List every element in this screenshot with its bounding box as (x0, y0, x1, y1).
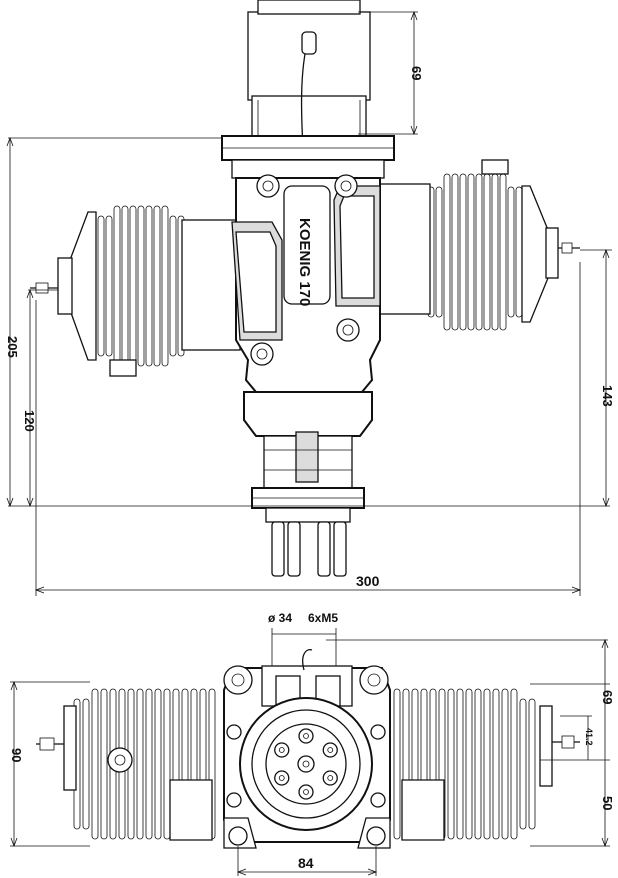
cooling-fin (393, 688, 401, 840)
cooling-fin (507, 186, 515, 318)
cooling-fin (492, 688, 500, 840)
cooling-fin (105, 215, 113, 357)
top-view-dimensions: 205 120 143 69 300 (5, 10, 615, 596)
cooling-fin (451, 173, 459, 331)
cooling-fin (113, 205, 121, 367)
crankcase: KOENIG 170 (231, 174, 381, 432)
cooling-fin (153, 205, 161, 367)
dim-69-top-label: 69 (409, 66, 424, 80)
hub-bolt (274, 742, 290, 758)
cooling-fin (528, 698, 536, 830)
cooling-fin (491, 173, 499, 331)
dim-120-label: 120 (22, 410, 37, 432)
cooling-fin (121, 205, 129, 367)
dim-90-label: 90 (9, 748, 24, 762)
cooling-fin (475, 173, 483, 331)
cooling-fin (91, 688, 99, 840)
cooling-fin (474, 688, 482, 840)
front-view-dimensions: 90 69 41.2 50 84 (9, 638, 615, 876)
mount-flange (221, 135, 395, 179)
cooling-fin (163, 688, 171, 840)
hub-bolt (298, 784, 314, 800)
front-right-cylinder (393, 688, 580, 841)
cooling-fin (137, 205, 145, 367)
hub-bolt (274, 770, 290, 786)
cooling-fin (483, 173, 491, 331)
left-cylinder (30, 205, 241, 377)
tube (333, 521, 347, 577)
tube (317, 521, 331, 577)
dim-41-label: 41.2 (584, 728, 594, 746)
tube (287, 521, 301, 577)
hub-bolt-center (278, 747, 285, 753)
engine-label: KOENIG 170 (296, 218, 313, 306)
front-left-cylinder (36, 688, 216, 841)
cooling-fin (510, 688, 518, 840)
hub-bolt (322, 770, 338, 786)
bolt-head (262, 180, 274, 192)
cooling-fin (129, 205, 137, 367)
bolt (334, 174, 358, 198)
cooling-fin (465, 688, 473, 840)
dim-84-label: 84 (298, 855, 314, 871)
dim-300-label: 300 (356, 573, 380, 589)
cooling-fin (169, 215, 177, 357)
bolt-head (342, 324, 354, 336)
dim-bolts-label: 6xM5 (308, 611, 338, 625)
dim-205-label: 205 (5, 336, 20, 358)
dim-shaft-dia-label: ø 34 (268, 611, 292, 625)
cooling-fin (483, 688, 491, 840)
right-cylinder-fins (427, 173, 523, 331)
dim-50-label: 50 (600, 796, 615, 810)
hub-bolt-center (303, 733, 309, 739)
front-crankcase (223, 649, 391, 849)
cooling-fin (136, 688, 144, 840)
dim-69-front-label: 69 (600, 690, 615, 704)
cooling-fin (501, 688, 509, 840)
cooling-fin (100, 688, 108, 840)
hub-bolt (322, 742, 338, 758)
left-cylinder-fins (97, 205, 185, 367)
tube (271, 521, 285, 577)
cooling-fin (435, 186, 443, 318)
hub-bolt-center (327, 775, 334, 781)
cooling-fin (145, 688, 153, 840)
cooling-fin (459, 173, 467, 331)
right-cylinder (377, 159, 580, 331)
bolt (336, 318, 360, 342)
cooling-fin (499, 173, 507, 331)
dim-143-label: 143 (600, 385, 615, 407)
hub-bolt-center (327, 747, 334, 753)
exhaust-tubes (271, 521, 347, 577)
bolt-head (256, 348, 268, 360)
hub-bolts (274, 728, 338, 800)
cooling-fin (467, 173, 475, 331)
front-view: ø 34 6xM5 (9, 611, 615, 876)
top-view: KOENIG 170 205 (5, 0, 615, 596)
cooling-fin (97, 215, 105, 357)
bolt-head (340, 180, 352, 192)
hub-bolt (298, 728, 314, 744)
cooling-fin (519, 698, 527, 830)
bolt (250, 342, 274, 366)
cooling-fin (447, 688, 455, 840)
cooling-fin (82, 698, 90, 830)
bolt (256, 174, 280, 198)
front-top-dimensions: ø 34 6xM5 (268, 611, 608, 680)
cooling-fin (154, 688, 162, 840)
cooling-fin (443, 173, 451, 331)
hub-bolt-center (303, 789, 309, 795)
cooling-fin (161, 205, 169, 367)
cooling-fin (145, 205, 153, 367)
hub-bolt-center (278, 775, 285, 781)
cooling-fin (456, 688, 464, 840)
rear-housing (243, 391, 373, 577)
cooling-fin (515, 186, 523, 318)
